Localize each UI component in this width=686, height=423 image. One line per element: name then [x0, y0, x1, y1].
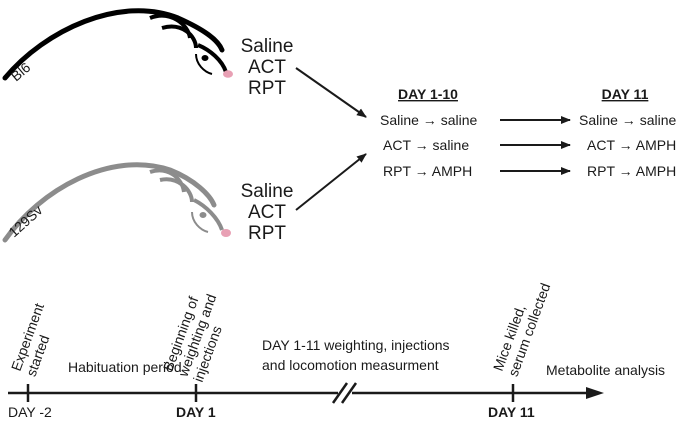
period-day-1-11: DAY 1-11 weighting, injections and locom… [262, 337, 453, 373]
timeline: DAY -2 DAY 1 DAY 11 Experiment started B… [8, 275, 665, 420]
design-table: DAY 1-10 DAY 11 Saline → saline ACT → sa… [380, 86, 676, 179]
mouse-bl6-ear-2 [161, 24, 198, 49]
row-act-day11: ACT → AMPH [587, 137, 676, 153]
mouse-bl6-nose [223, 70, 233, 78]
timeline-arrowhead [586, 387, 604, 399]
tick-label-day-11: DAY 11 [488, 404, 535, 420]
mouse-129sv-snout [193, 198, 224, 231]
mouse-129sv-back [2, 162, 217, 243]
bl6-group-saline: Saline [241, 36, 294, 57]
mouse-129sv-ear-2 [159, 177, 194, 203]
mouse-bl6-illustration: Bl6 [2, 8, 233, 84]
row-rpt-day11: RPT → AMPH [587, 163, 676, 179]
event-experiment-started: Experiment started [8, 297, 64, 378]
bl6-group-act: ACT [248, 57, 286, 78]
row-act-day1-10: ACT → saline [383, 137, 469, 153]
mouse-bl6-eye [201, 55, 209, 61]
mouse-129sv-nose [221, 229, 231, 237]
period-metabolite-analysis: Metabolite analysis [546, 362, 665, 378]
header-day-1-10: DAY 1-10 [398, 86, 458, 102]
129sv-group-act: ACT [248, 202, 286, 223]
tick-label-day-1: DAY 1 [176, 404, 216, 420]
mouse-129sv-illustration: 129Sv [2, 162, 231, 243]
mouse-bl6-snout [197, 43, 228, 73]
129sv-group-rpt: RPT [248, 223, 286, 244]
mouse-bl6-label: Bl6 [8, 59, 34, 84]
row-saline-day1-10: Saline → saline [380, 112, 477, 128]
bl6-group-rpt: RPT [248, 78, 286, 99]
arrow-129sv-to-design [295, 153, 367, 211]
mouse-129sv-eye [199, 212, 207, 218]
mouse-bl6-head [195, 53, 213, 75]
axis-break-mark-2 [340, 382, 358, 404]
header-day-11: DAY 11 [602, 86, 649, 102]
mouse-129sv-ear-1 [149, 168, 186, 193]
mouse-129sv-head [191, 211, 209, 233]
129sv-group-saline: Saline [241, 181, 294, 202]
row-saline-day11: Saline → saline [579, 112, 676, 128]
129sv-group-list: Saline ACT RPT [241, 181, 294, 244]
mouse-129sv-label: 129Sv [5, 202, 45, 240]
period-habituation: Habituation period [68, 359, 182, 375]
event-mice-killed: Mice killed, serum collected [490, 275, 554, 378]
tick-label-day-minus-2: DAY -2 [8, 404, 52, 420]
mouse-bl6-back [2, 8, 225, 81]
row-rpt-day1-10: RPT → AMPH [383, 163, 472, 179]
bl6-group-list: Saline ACT RPT [241, 36, 294, 99]
axis-break-mark-1 [331, 382, 349, 404]
event-beginning-injections: Beginning of weighting and injections [159, 283, 235, 385]
arrow-bl6-to-design [295, 67, 367, 118]
